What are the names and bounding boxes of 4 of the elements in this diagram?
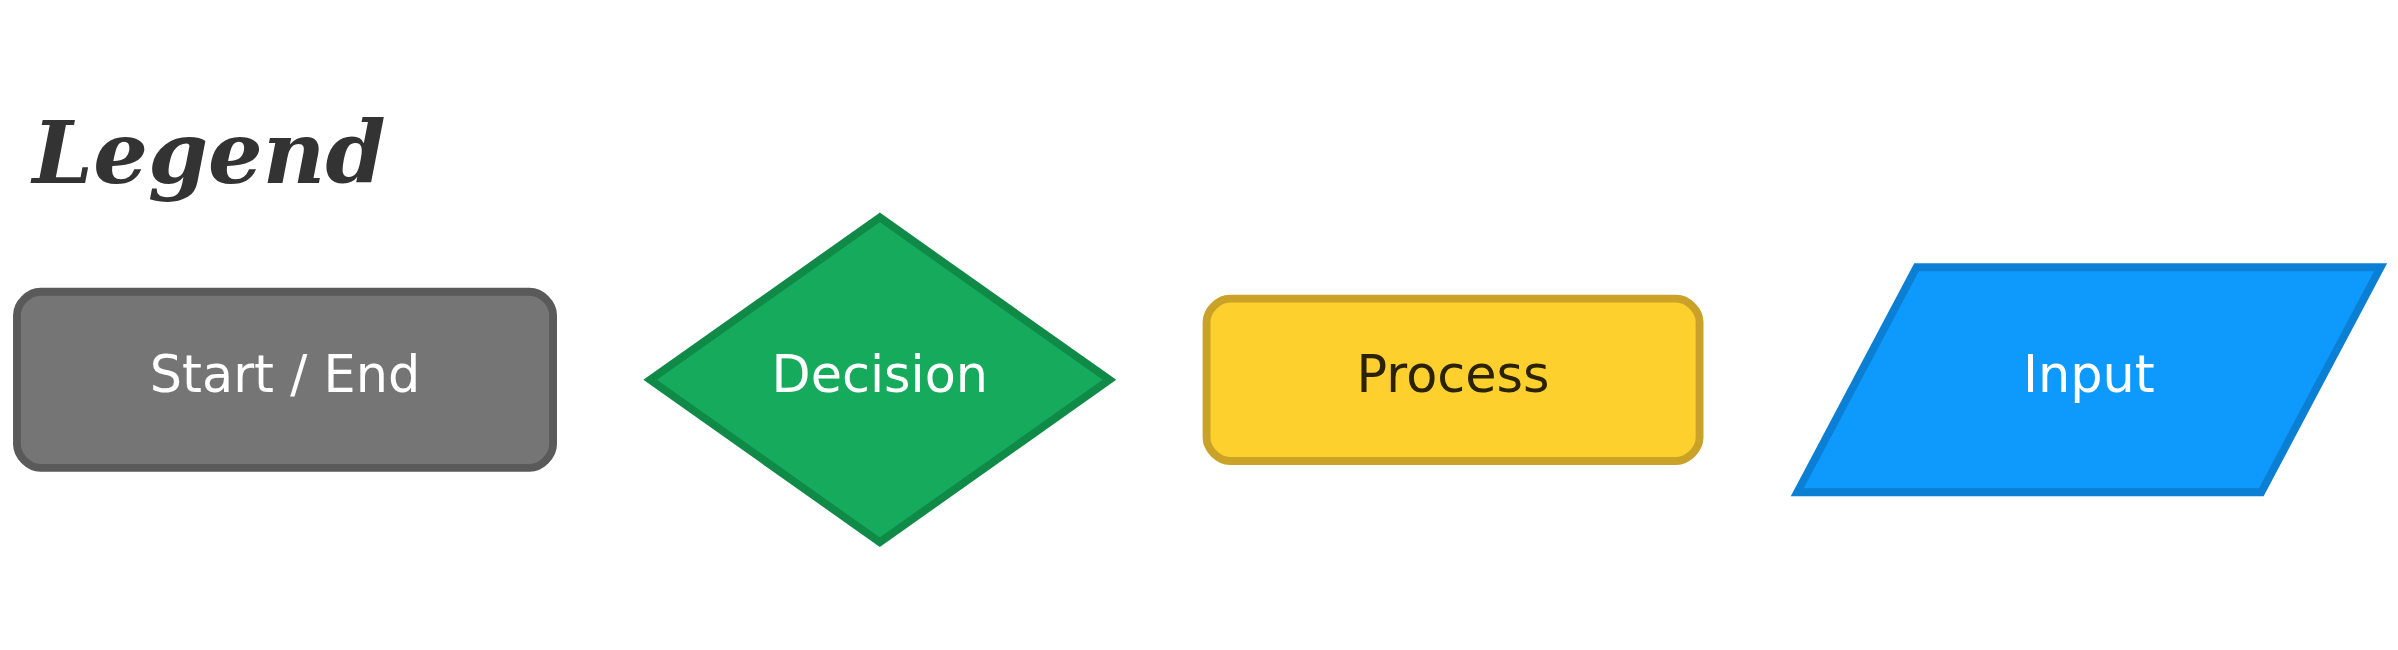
node-box: Process bbox=[1202, 294, 1704, 465]
node-box: Start / End bbox=[13, 287, 557, 472]
diagram-title: Legend bbox=[32, 101, 386, 203]
node-diamond: Decision bbox=[643, 212, 1117, 547]
